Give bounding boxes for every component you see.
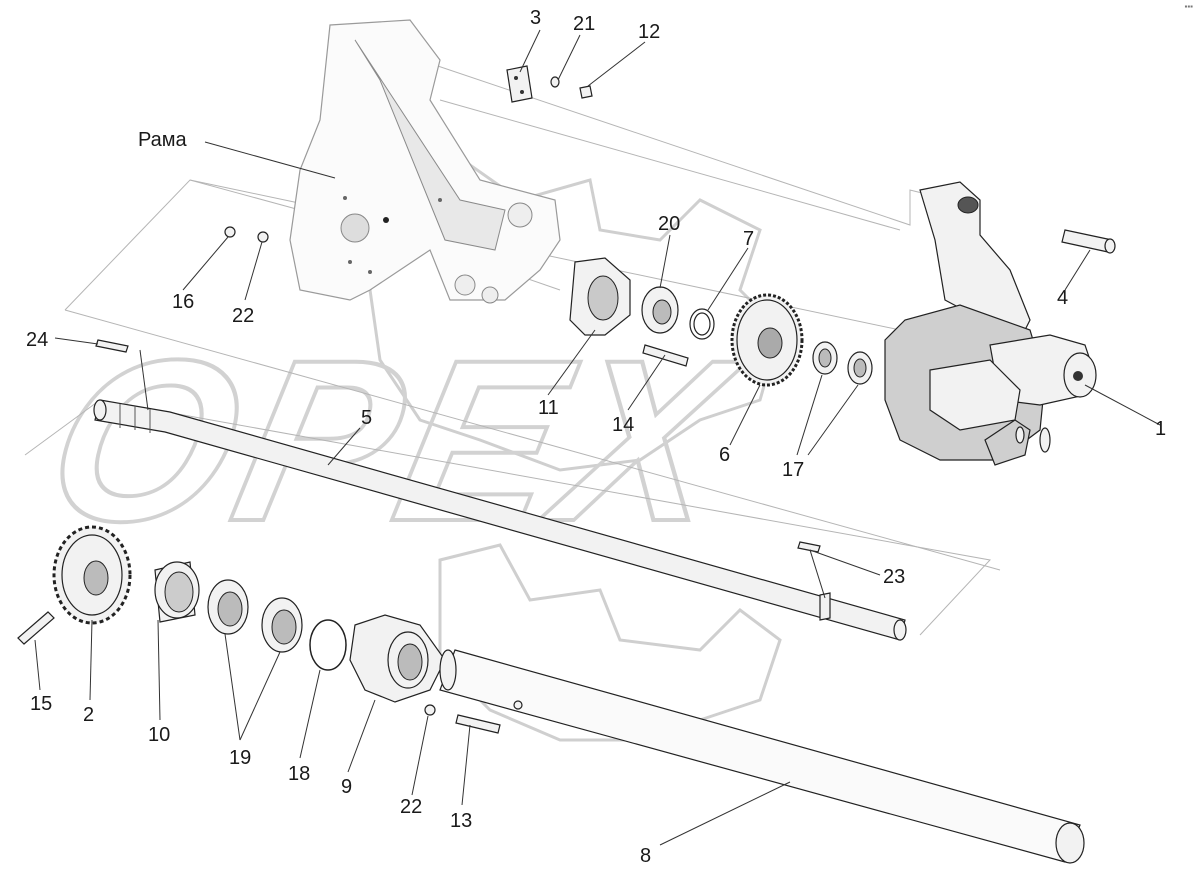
callout-1: 1 <box>1155 418 1166 440</box>
ring-7 <box>689 308 715 340</box>
callout-21: 21 <box>573 13 595 35</box>
pin-4 <box>1061 229 1116 254</box>
callout-5: 5 <box>361 407 372 429</box>
frame-rama <box>289 19 561 304</box>
bolt-15 <box>17 611 55 645</box>
bushing-10 <box>154 561 200 623</box>
callout-labels: Рама 1 2 3 4 5 6 7 8 9 10 11 12 13 14 15… <box>26 7 1166 867</box>
leader-lines <box>34 29 1161 846</box>
callout-17: 17 <box>782 459 804 481</box>
callout-12: 12 <box>638 21 660 43</box>
callout-7: 7 <box>743 228 754 250</box>
tube-8 <box>439 649 1085 864</box>
callout-4: 4 <box>1057 287 1068 309</box>
bearing-20 <box>641 286 679 334</box>
callout-9: 9 <box>341 776 352 798</box>
key-23 <box>797 541 821 553</box>
plate-3 <box>506 65 533 103</box>
callout-22-top: 22 <box>232 305 254 327</box>
drive-housing-assembly <box>884 181 1097 466</box>
callout-19: 19 <box>229 747 251 769</box>
watermark: OPEX <box>27 163 782 742</box>
bearings-17 <box>812 341 873 385</box>
corner-mark: ▪▪▪ <box>1184 2 1193 11</box>
callout-23: 23 <box>883 566 905 588</box>
flange-11 <box>569 257 631 336</box>
washer-22-bottom <box>424 704 436 716</box>
callout-14: 14 <box>612 414 634 436</box>
watermark-text: OPEX <box>29 312 759 569</box>
callout-16: 16 <box>172 291 194 313</box>
nut-16 <box>224 226 236 238</box>
callout-10: 10 <box>148 724 170 746</box>
sprocket-2 <box>52 525 132 625</box>
callout-18: 18 <box>288 763 310 785</box>
callout-20: 20 <box>658 213 680 235</box>
bolt-13 <box>455 714 501 734</box>
bearings-19 <box>207 579 303 653</box>
housing-9 <box>349 614 446 703</box>
callout-15: 15 <box>30 693 52 715</box>
callout-8: 8 <box>640 845 651 867</box>
gear-6 <box>730 293 804 387</box>
frame-label: Рама <box>138 129 188 151</box>
bolt-12 <box>579 85 593 99</box>
washer-22-top <box>257 231 269 243</box>
callout-6: 6 <box>719 444 730 466</box>
washer-21 <box>550 76 560 88</box>
pin-14 <box>642 344 689 367</box>
callout-11: 11 <box>538 397 559 419</box>
callout-13: 13 <box>450 810 472 832</box>
callout-2: 2 <box>83 704 94 726</box>
callout-3: 3 <box>530 7 541 29</box>
shaft-5 <box>93 399 907 641</box>
snap-ring-18 <box>309 619 347 671</box>
callout-22-bottom: 22 <box>400 796 422 818</box>
callout-24: 24 <box>26 329 48 351</box>
